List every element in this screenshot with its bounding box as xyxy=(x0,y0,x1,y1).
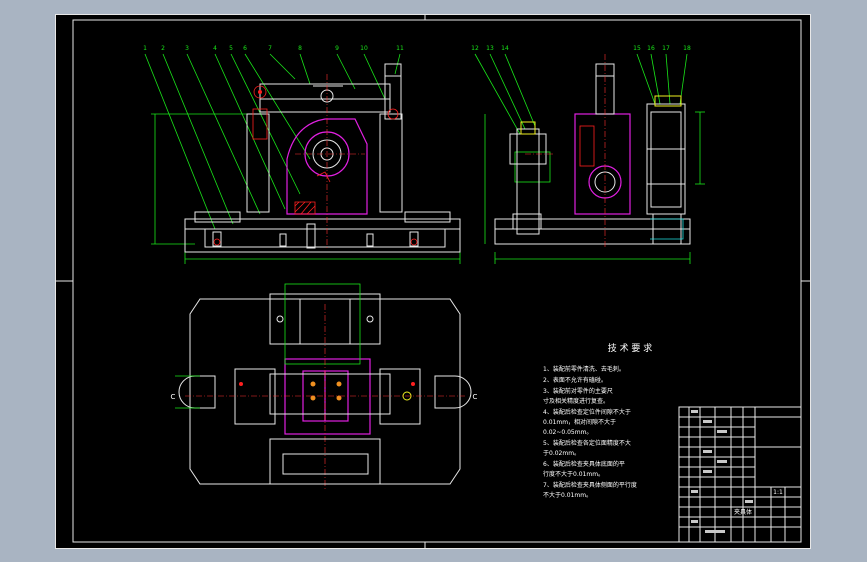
section-mark-right: C xyxy=(473,393,478,401)
balloon-8: 8 xyxy=(298,45,302,52)
tech-requirements-title: 技 术 要 求 xyxy=(608,342,653,354)
front-view: 1 2 3 4 5 6 7 8 9 10 11 xyxy=(143,45,461,264)
tech-line-2: 2、表面不允许有磕碰。 xyxy=(543,376,607,384)
title-block-scale: 1:1 xyxy=(773,489,783,496)
side-view: 12 13 14 15 16 17 18 xyxy=(471,45,705,264)
balloon-17: 17 xyxy=(662,45,670,52)
tech-line-3: 3、装配前对零件的主要尺 xyxy=(543,387,613,395)
drawing-sheet: 1 2 3 4 5 6 7 8 9 10 11 xyxy=(55,14,811,549)
balloon-13: 13 xyxy=(486,45,494,52)
inner-frame xyxy=(72,19,802,543)
title-block-name: 夹具体 xyxy=(734,508,752,516)
title-block: 夹具体 1:1 xyxy=(678,406,802,543)
balloon-9: 9 xyxy=(335,45,339,52)
balloon-16: 16 xyxy=(647,45,655,52)
outer-frame xyxy=(55,14,811,549)
tech-line-7: 0.02~0.05mm。 xyxy=(543,429,592,436)
balloon-5: 5 xyxy=(229,45,233,52)
balloon-7: 7 xyxy=(268,45,272,52)
tech-line-11: 行度不大于0.01mm。 xyxy=(543,470,604,478)
balloon-14: 14 xyxy=(501,45,509,52)
technical-requirements: 技 术 要 求 1、装配前零件清洗、去毛刺。 2、表面不允许有磕碰。 3、装配前… xyxy=(543,342,652,499)
tech-line-13: 不大于0.01mm。 xyxy=(543,491,592,499)
balloon-18: 18 xyxy=(683,45,691,52)
section-mark-left: C xyxy=(171,393,176,401)
tech-line-8: 5、装配后检查各定位面精度不大 xyxy=(543,439,631,447)
tech-line-12: 7、装配后检查夹具体侧面的平行度 xyxy=(543,481,637,489)
balloon-15: 15 xyxy=(633,45,641,52)
balloon-3: 3 xyxy=(185,45,189,52)
tech-line-4: 寸及相关精度进行复查。 xyxy=(543,397,609,405)
balloon-2: 2 xyxy=(161,45,165,52)
fixture-assembly-drawing: 1 2 3 4 5 6 7 8 9 10 11 xyxy=(55,14,811,549)
balloon-12: 12 xyxy=(471,45,479,52)
tech-line-5: 4、装配后检查定位件间隙不大于 xyxy=(543,408,631,416)
balloon-11: 11 xyxy=(396,45,404,52)
tech-line-9: 于0.02mm。 xyxy=(543,450,580,457)
balloon-10: 10 xyxy=(360,45,368,52)
balloon-6: 6 xyxy=(243,45,247,52)
tech-line-10: 6、装配后检查夹具体底面的平 xyxy=(543,460,625,468)
top-view: C C xyxy=(171,283,478,489)
tech-line-6: 0.01mm，相对间隙不大于 xyxy=(543,418,616,426)
balloon-1: 1 xyxy=(143,45,147,52)
balloon-4: 4 xyxy=(213,45,217,52)
tech-line-1: 1、装配前零件清洗、去毛刺。 xyxy=(543,365,625,373)
